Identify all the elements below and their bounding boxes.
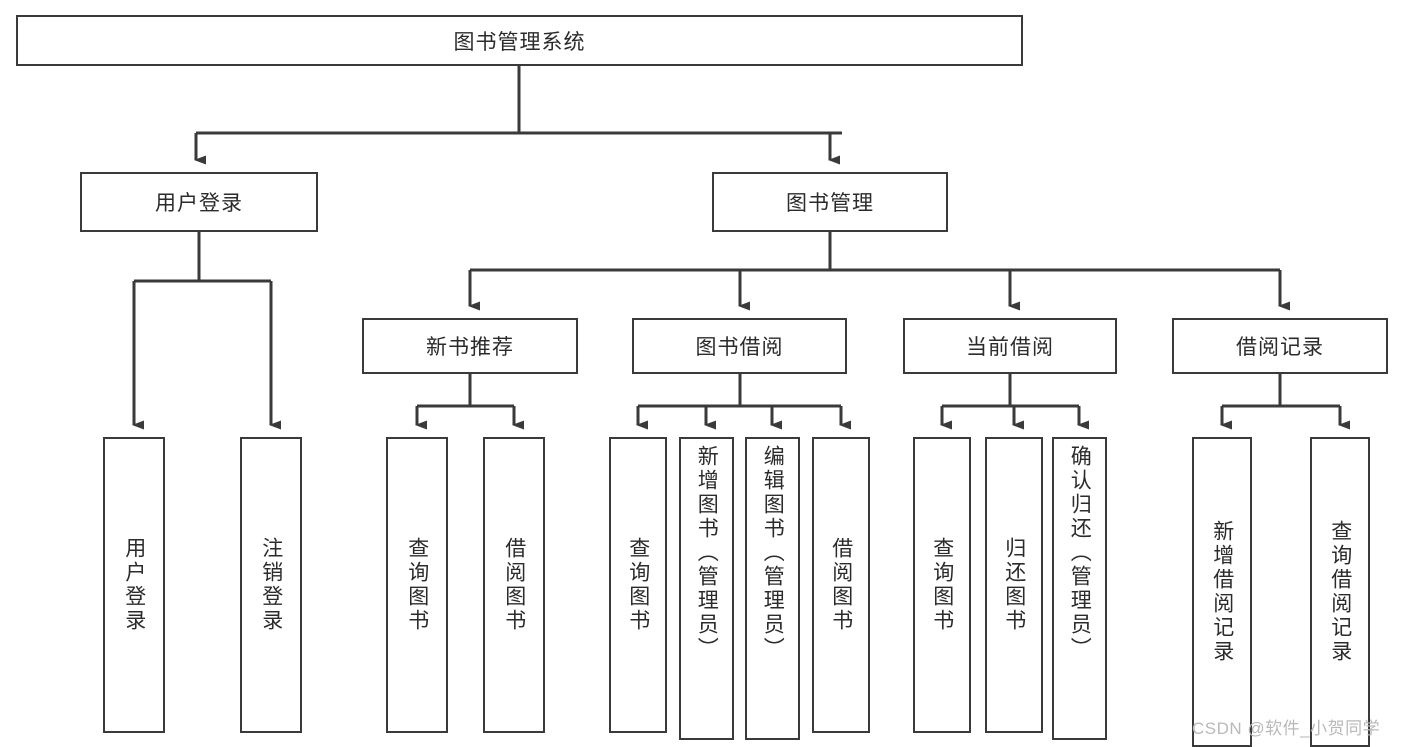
node-label: 查询图书 [930, 537, 954, 633]
node-label: 确认归还（管理员） [1068, 445, 1092, 661]
leaf-query-book-borrow[interactable]: 查询图书 [609, 437, 667, 733]
node-label: 归还图书 [1002, 537, 1026, 633]
node-label: 借阅图书 [829, 537, 853, 633]
leaf-lend-book[interactable]: 借阅图书 [812, 437, 870, 733]
csdn-watermark: CSDN @软件_小贺同学 [1192, 719, 1381, 738]
node-label: 图书借阅 [695, 336, 784, 359]
leaf-confirm-return-admin[interactable]: 确认归还（管理员） [1052, 437, 1107, 740]
node-label: 借阅图书 [502, 537, 526, 633]
leaf-return-book[interactable]: 归还图书 [985, 437, 1043, 733]
node-label: 查询图书 [626, 537, 650, 633]
node-label: 新书推荐 [426, 336, 514, 359]
leaf-query-borrow-record[interactable]: 查询借阅记录 [1310, 437, 1370, 747]
leaf-query-book-current[interactable]: 查询图书 [913, 437, 971, 733]
node-book-borrow[interactable]: 图书借阅 [632, 318, 847, 374]
node-user-login[interactable]: 用户登录 [80, 172, 318, 232]
leaf-user-logout[interactable]: 注销登录 [240, 437, 302, 733]
node-label: 注销登录 [259, 537, 283, 633]
node-root-system[interactable]: 图书管理系统 [16, 15, 1023, 66]
node-new-book-recommend[interactable]: 新书推荐 [362, 318, 578, 374]
node-label: 图书管理 [786, 192, 874, 215]
node-label: 查询图书 [405, 537, 429, 633]
node-label: 借阅记录 [1236, 336, 1324, 359]
node-label: 用户登录 [122, 537, 146, 633]
node-label: 用户登录 [155, 192, 243, 215]
node-label: 图书管理系统 [453, 30, 586, 54]
leaf-borrow-book-recommend[interactable]: 借阅图书 [483, 437, 545, 733]
node-book-management[interactable]: 图书管理 [712, 172, 948, 232]
leaf-add-book-admin[interactable]: 新增图书（管理员） [679, 437, 734, 740]
node-label: 当前借阅 [966, 336, 1054, 359]
leaf-add-borrow-record[interactable]: 新增借阅记录 [1192, 437, 1252, 747]
leaf-edit-book-admin[interactable]: 编辑图书（管理员） [745, 437, 800, 740]
leaf-query-book-recommend[interactable]: 查询图书 [386, 437, 448, 733]
leaf-user-login[interactable]: 用户登录 [103, 437, 165, 733]
node-label: 新增图书（管理员） [695, 445, 719, 661]
node-current-borrow[interactable]: 当前借阅 [903, 318, 1117, 374]
node-label: 查询借阅记录 [1328, 520, 1352, 664]
node-label: 新增借阅记录 [1210, 520, 1234, 664]
node-label: 编辑图书（管理员） [761, 445, 785, 661]
node-borrow-records[interactable]: 借阅记录 [1172, 318, 1388, 374]
